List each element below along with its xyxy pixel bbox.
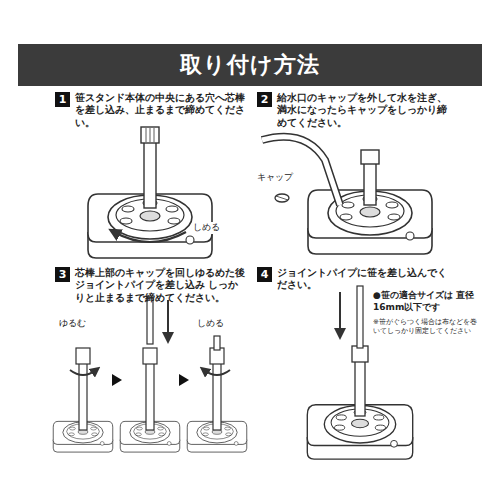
action-label: しめる — [192, 222, 221, 234]
step-instruction: 芯棒上部のキャップを回しゆるめた後 ジョイントパイプを差し込み しっかりと止まる… — [75, 267, 247, 304]
stand-step3 — [53, 298, 247, 452]
step-number: 3 — [55, 267, 70, 282]
size-note: ●笹の適合サイズは 直径16mm以下です — [372, 290, 478, 313]
step-block: 4 ジョイントパイプに笹を差し込んでください。 — [257, 267, 449, 292]
stand-step1 — [88, 127, 212, 258]
step-instruction: ジョイントパイプに笹を差し込んでください。 — [277, 267, 449, 292]
part-label: キャップ — [256, 172, 294, 184]
caution-note: ※笹がぐらつく場合は布などを巻いてしっかり固定してください — [372, 318, 478, 336]
step-block: 1 笹スタンド本体の中央にある穴へ芯棒を差し込み、止まるまで締めてください。 — [55, 92, 247, 129]
action-label: ゆるむ — [58, 318, 87, 330]
step-instruction: 給水口のキャップを外して水を注ぎ、満水になったらキャップをしっかり締めてください… — [277, 92, 449, 129]
title: 取り付け方法 — [180, 50, 320, 80]
title-bar: 取り付け方法 — [18, 44, 482, 86]
step-block: 2 給水口のキャップを外して水を注ぎ、満水になったらキャップをしっかり締めてくださ… — [257, 92, 449, 129]
action-label: しめる — [196, 318, 225, 330]
step-instruction: 笹スタンド本体の中央にある穴へ芯棒を差し込み、止まるまで締めてください。 — [75, 92, 247, 129]
step-number: 2 — [257, 92, 272, 107]
step-number: 4 — [257, 267, 272, 282]
step-number: 1 — [55, 92, 70, 107]
step-block: 3 芯棒上部のキャップを回しゆるめた後 ジョイントパイプを差し込み しっかりと止ま… — [55, 267, 247, 304]
stand-step2 — [262, 137, 432, 254]
